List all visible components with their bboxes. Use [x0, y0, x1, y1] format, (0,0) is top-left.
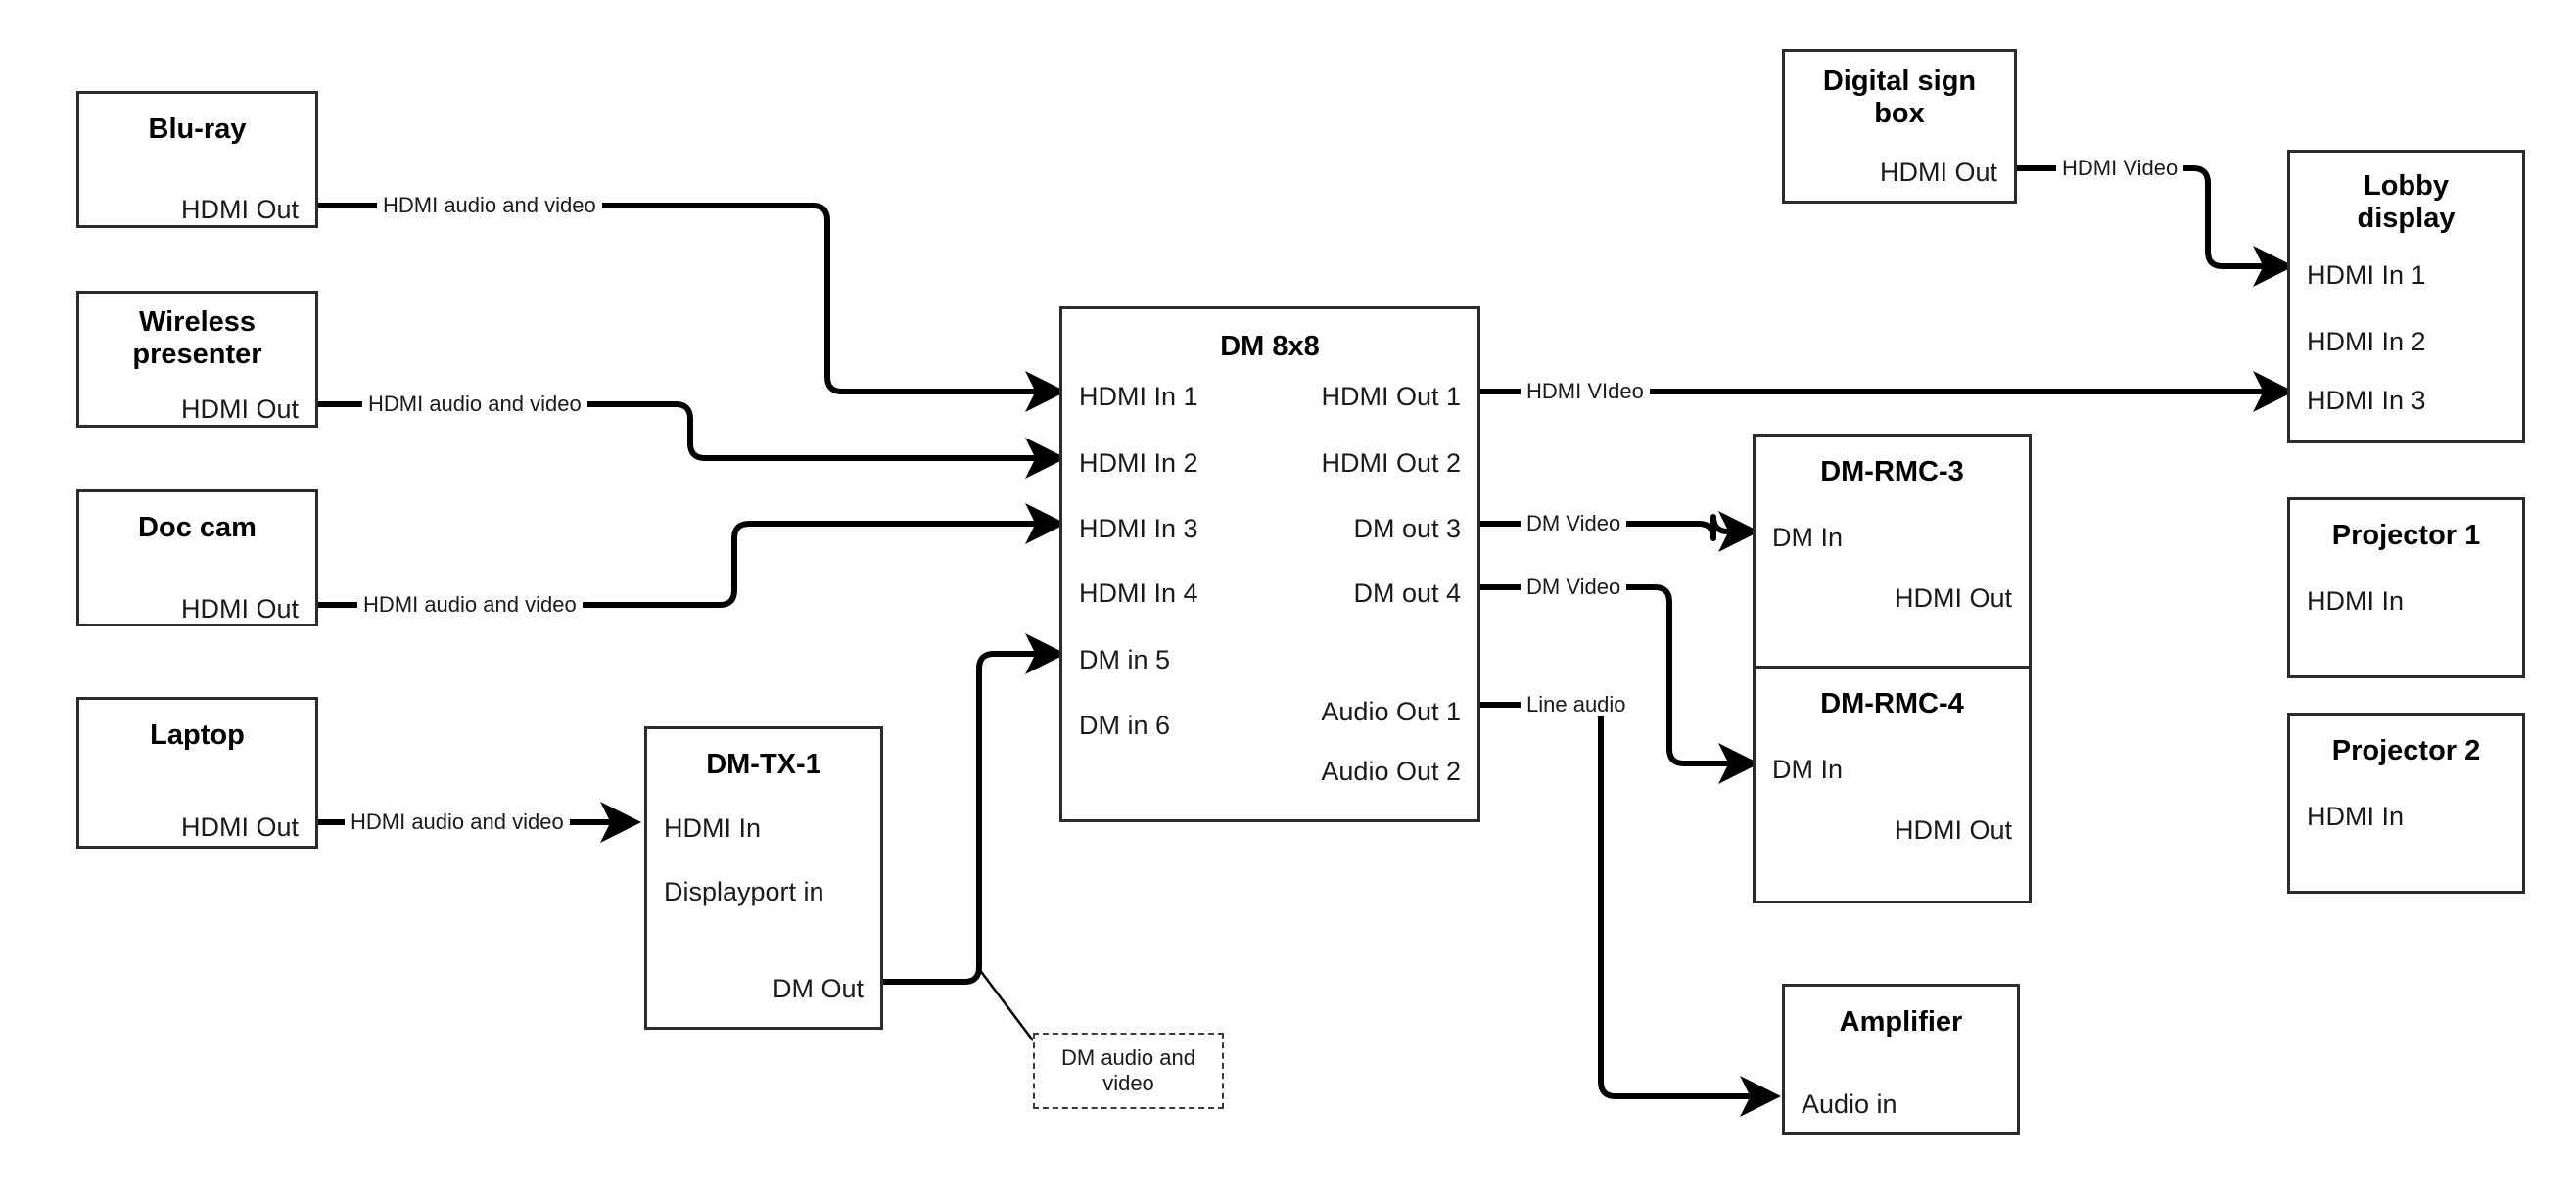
wire-digitalsign-to-lobby-in1	[2017, 165, 2294, 287]
node-dm-8x8-output-dm-out-3: DM out 3	[1353, 514, 1461, 543]
node-amplifier[interactable]: Amplifier Audio in	[1782, 984, 2020, 1135]
node-bluray-title: Blu-ray	[148, 114, 247, 145]
node-doc-cam[interactable]: Doc cam HDMI Out	[76, 489, 318, 626]
node-doc-cam-port-hdmi-out: HDMI Out	[180, 594, 299, 624]
node-amplifier-title: Amplifier	[1839, 1006, 1963, 1038]
node-laptop-title: Laptop	[150, 719, 245, 751]
wire-bluray-to-hdmi-in-1	[318, 203, 1066, 412]
node-lobby-display[interactable]: Lobby display HDMI In 1 HDMI In 2 HDMI I…	[2287, 150, 2525, 443]
node-laptop-port-hdmi-out: HDMI Out	[180, 812, 299, 842]
node-dm-rmc-3-port-dm-in: DM In	[1772, 523, 1844, 552]
node-bluray-port-hdmi-out: HDMI Out	[180, 195, 299, 224]
node-digital-sign-box-title-line2: box	[1874, 98, 1925, 129]
node-dm-tx-1-port-displayport-in: Displayport in	[664, 877, 824, 906]
node-dm-tx-1[interactable]: DM-TX-1 HDMI In Displayport in DM Out	[644, 726, 883, 1030]
wire-label-laptop-to-dmtx1: HDMI audio and video	[345, 811, 570, 833]
node-dm-8x8-output-audio-out-2: Audio Out 2	[1321, 757, 1461, 786]
wire-dm-out4-to-rmc4	[1480, 584, 1759, 784]
wire-label-dm-out4-to-rmc4: DM Video	[1521, 577, 1627, 598]
node-dm-tx-1-title: DM-TX-1	[706, 749, 821, 780]
node-wireless-presenter[interactable]: Wireless presenter HDMI Out	[76, 291, 318, 428]
node-lobby-display-title-line1: Lobby	[2364, 170, 2449, 202]
node-wireless-presenter-title-line1: Wireless	[138, 306, 257, 338]
node-dm-rmc-3-port-hdmi-out: HDMI Out	[1894, 583, 2012, 613]
wire-label-bluray-to-hdmi-in-1: HDMI audio and video	[377, 195, 602, 216]
node-projector-2[interactable]: Projector 2 HDMI In	[2287, 713, 2525, 894]
node-laptop[interactable]: Laptop HDMI Out	[76, 697, 318, 849]
node-dm-8x8-input-dm-in-5: DM in 5	[1079, 645, 1171, 674]
node-dm-8x8-input-hdmi-in-3: HDMI In 3	[1079, 514, 1198, 543]
node-lobby-display-port-hdmi-in-2: HDMI In 2	[2307, 327, 2426, 356]
node-wireless-presenter-port-hdmi-out: HDMI Out	[180, 394, 299, 424]
node-dm-rmc-4[interactable]: DM-RMC-4 DM In HDMI Out	[1753, 666, 2032, 903]
node-dm-8x8-output-hdmi-out-2: HDMI Out 2	[1321, 448, 1461, 478]
node-dm-8x8-output-audio-out-1: Audio Out 1	[1321, 697, 1461, 726]
wire-label-hdmi-out1-to-lobby-in3: HDMI VIdeo	[1521, 381, 1650, 402]
node-dm-tx-1-port-dm-out: DM Out	[772, 974, 864, 1003]
node-projector-2-port-hdmi-in: HDMI In	[2307, 802, 2405, 831]
node-dm-8x8-input-dm-in-6: DM in 6	[1079, 711, 1171, 740]
node-bluray[interactable]: Blu-ray HDMI Out	[76, 91, 318, 228]
node-dm-8x8[interactable]: DM 8x8 HDMI In 1 HDMI In 2 HDMI In 3 HDM…	[1059, 306, 1480, 822]
node-digital-sign-box-title-line1: Digital sign	[1822, 66, 1977, 97]
node-amplifier-port-audio-in: Audio in	[1802, 1089, 1897, 1119]
node-dm-8x8-input-hdmi-in-4: HDMI In 4	[1079, 578, 1198, 608]
node-projector-1-title: Projector 1	[2331, 520, 2481, 551]
node-dm-rmc-4-port-dm-in: DM In	[1772, 755, 1844, 784]
node-digital-sign-box[interactable]: Digital sign box HDMI Out	[1782, 49, 2017, 204]
node-projector-2-title: Projector 2	[2331, 735, 2481, 766]
node-doc-cam-title: Doc cam	[138, 512, 257, 543]
node-dm-rmc-4-title: DM-RMC-4	[1820, 688, 1964, 719]
node-lobby-display-title-line2: display	[2357, 203, 2456, 234]
callout-leader-line	[978, 968, 1034, 1041]
node-dm-8x8-input-hdmi-in-2: HDMI In 2	[1079, 448, 1198, 478]
wire-label-doccam-to-hdmi-in-3: HDMI audio and video	[357, 594, 583, 616]
node-wireless-presenter-title-line2: presenter	[132, 339, 262, 370]
node-dm-rmc-3-title: DM-RMC-3	[1820, 456, 1964, 487]
node-dm-tx-1-port-hdmi-in: HDMI In	[664, 813, 762, 843]
node-lobby-display-port-hdmi-in-3: HDMI In 3	[2307, 386, 2426, 415]
wire-label-dm-out3-to-rmc3: DM Video	[1521, 513, 1627, 534]
wire-audio-out1-to-amplifier	[1480, 702, 1781, 1117]
node-dm-8x8-output-hdmi-out-1: HDMI Out 1	[1321, 382, 1461, 411]
node-lobby-display-port-hdmi-in-1: HDMI In 1	[2307, 260, 2426, 290]
wire-label-digitalsign-to-lobby-in1: HDMI Video	[2056, 158, 2184, 179]
node-projector-1[interactable]: Projector 1 HDMI In	[2287, 497, 2525, 678]
wire-label-audio-out1-to-amplifier: Line audio	[1521, 694, 1632, 716]
node-dm-8x8-input-hdmi-in-1: HDMI In 1	[1079, 382, 1198, 411]
callout-dm-audio-and-video: DM audio and video	[1033, 1033, 1224, 1109]
node-dm-rmc-4-port-hdmi-out: HDMI Out	[1894, 815, 2012, 845]
wire-dmtx1-to-dm-in-5	[883, 633, 1066, 985]
wire-label-wireless-to-hdmi-in-2: HDMI audio and video	[362, 393, 587, 415]
node-digital-sign-box-port-hdmi-out: HDMI Out	[1879, 158, 1997, 187]
node-dm-8x8-output-dm-out-4: DM out 4	[1353, 578, 1461, 608]
node-dm-rmc-3[interactable]: DM-RMC-3 DM In HDMI Out	[1753, 434, 2032, 671]
node-dm-8x8-title: DM 8x8	[1220, 331, 1320, 362]
node-projector-1-port-hdmi-in: HDMI In	[2307, 586, 2405, 616]
